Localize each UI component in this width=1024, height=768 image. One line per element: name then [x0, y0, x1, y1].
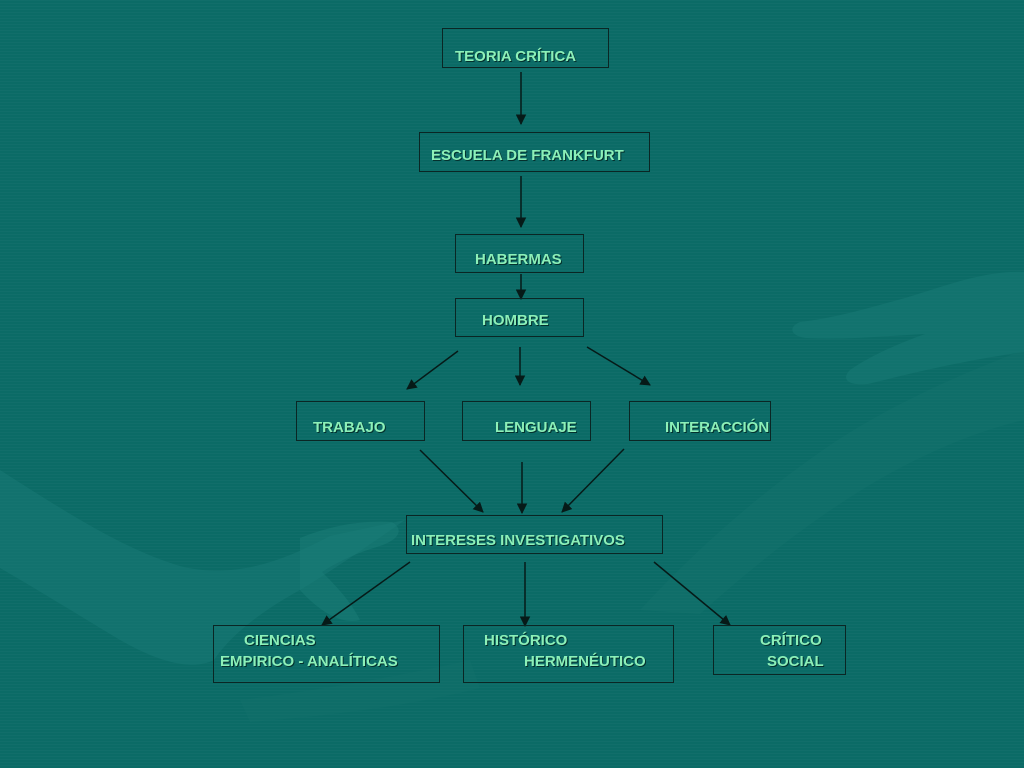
node-habermas: HABERMAS — [455, 234, 584, 273]
node-interaccion: INTERACCIÓN — [629, 401, 771, 441]
node-label: ESCUELA DE FRANKFURT — [431, 147, 624, 164]
node-label: HABERMAS — [475, 251, 562, 268]
node-label-line1: HISTÓRICO — [484, 632, 568, 649]
node-label: HOMBRE — [482, 312, 549, 329]
node-intereses-investigativos: INTERESES INVESTIGATIVOS — [406, 515, 663, 554]
node-ciencias-empirico-analiticas: CIENCIAS EMPIRICO - ANALÍTICAS — [213, 625, 440, 683]
node-label: INTERESES INVESTIGATIVOS — [411, 532, 625, 549]
arrow-interaccion-to-intereses — [561, 448, 625, 513]
node-trabajo: TRABAJO — [296, 401, 425, 441]
node-label-line2: EMPIRICO - ANALÍTICAS — [220, 653, 398, 670]
node-label-line2: HERMENÉUTICO — [524, 653, 646, 670]
node-label: LENGUAJE — [495, 419, 577, 436]
right-arm-shape — [640, 350, 1024, 614]
node-teoria-critica: TEORIA CRÍTICA — [442, 28, 609, 68]
arrow-intereses-to-ciencias — [321, 561, 411, 626]
right-hand-shape — [792, 271, 1024, 385]
node-historico-hermeneutico: HISTÓRICO HERMENÉUTICO — [463, 625, 674, 683]
node-label: TRABAJO — [313, 419, 386, 436]
arrow-intereses-to-critico — [653, 561, 731, 626]
node-label: TEORIA CRÍTICA — [455, 48, 577, 65]
left-arm-shape — [0, 470, 405, 665]
node-label-line1: CIENCIAS — [244, 632, 316, 649]
node-escuela-de-frankfurt: ESCUELA DE FRANKFURT — [419, 132, 650, 172]
lower-arm-shape — [240, 660, 480, 722]
arrow-hombre-to-trabajo — [406, 350, 459, 390]
node-lenguaje: LENGUAJE — [462, 401, 591, 441]
arrow-trabajo-to-intereses — [419, 449, 484, 513]
node-label-line2: SOCIAL — [767, 653, 824, 670]
arrow-hombre-to-interaccion — [586, 346, 651, 386]
node-label-line1: CRÍTICO — [760, 632, 822, 649]
node-hombre: HOMBRE — [455, 298, 584, 337]
node-critico-social: CRÍTICO SOCIAL — [713, 625, 846, 675]
node-label: INTERACCIÓN — [665, 419, 770, 436]
left-hand-shape — [300, 521, 399, 621]
